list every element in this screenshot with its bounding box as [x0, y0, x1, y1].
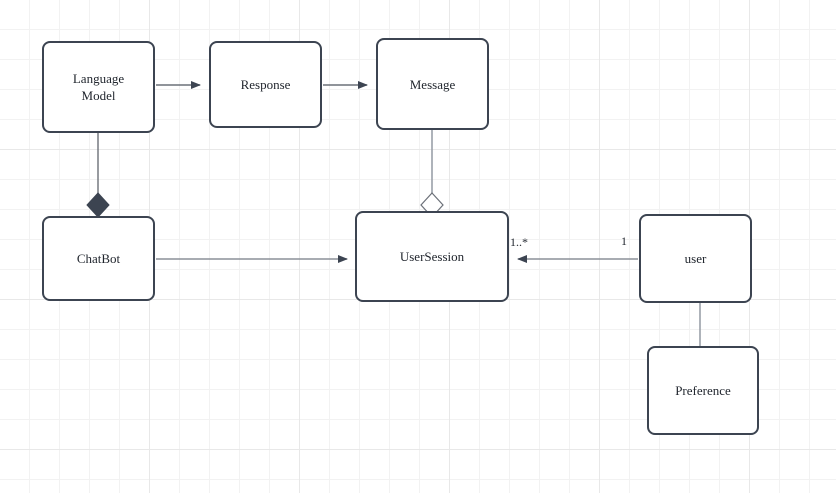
- node-usersession[interactable]: UserSession: [355, 211, 509, 302]
- edge-usersession-to-message: [420, 130, 444, 218]
- node-chatbot[interactable]: ChatBot: [42, 216, 155, 301]
- node-user[interactable]: user: [639, 214, 752, 303]
- node-message[interactable]: Message: [376, 38, 489, 130]
- node-language-model[interactable]: Language Model: [42, 41, 155, 133]
- filled-diamond-marker: [86, 192, 110, 218]
- node-user-label: user: [684, 251, 707, 266]
- node-response-label: Response: [240, 77, 291, 92]
- node-language-model-label: Language Model: [72, 71, 125, 103]
- node-preference[interactable]: Preference: [647, 346, 759, 435]
- node-usersession-label: UserSession: [399, 249, 465, 264]
- edge-chatbot-to-language-model: [86, 133, 110, 218]
- node-chatbot-label: ChatBot: [76, 251, 121, 266]
- multiplicity-label-user: 1: [621, 234, 627, 248]
- node-response[interactable]: Response: [209, 41, 322, 128]
- node-preference-label: Preference: [675, 383, 731, 398]
- node-message-label: Message: [409, 76, 456, 92]
- multiplicity-label-usersession: 1..*: [510, 235, 528, 249]
